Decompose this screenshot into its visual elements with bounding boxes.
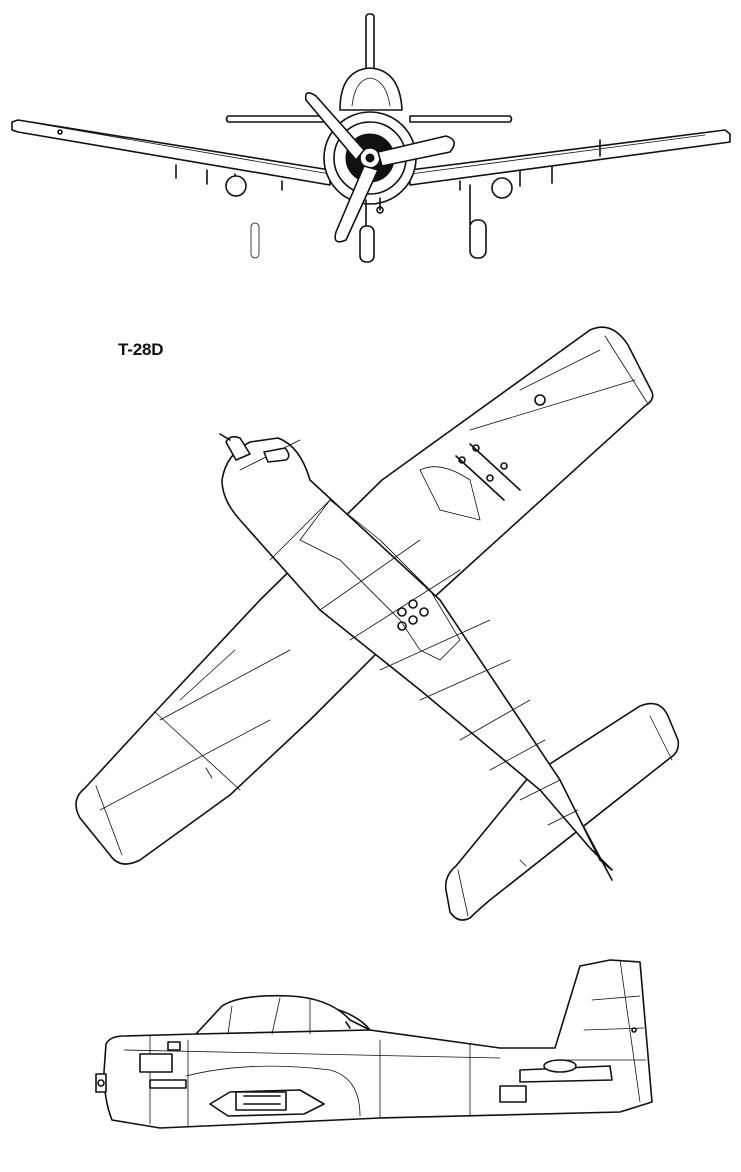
side-view (95, 959, 653, 1129)
front-right-wing (409, 129, 731, 199)
propeller (304, 92, 455, 243)
front-canopy (339, 67, 403, 111)
side-canopy (195, 994, 371, 1035)
front-vertical-fin (365, 13, 375, 75)
side-access-hatch (499, 1085, 527, 1103)
front-main-gear (359, 184, 487, 263)
aircraft-model-label: T-28D (118, 340, 164, 359)
top-spinner (225, 435, 251, 461)
top-cockpit-instruments (397, 599, 429, 631)
front-left-stabilizer (225, 115, 331, 123)
side-engine-panel (139, 1053, 173, 1073)
front-right-stabilizer (409, 115, 513, 123)
radial-engine-cylinders (345, 133, 395, 183)
side-fuselage (103, 959, 653, 1129)
top-cockpit (299, 499, 461, 661)
side-vertical-tail (559, 959, 647, 1103)
side-propeller-hub (95, 1073, 107, 1093)
top-underwing-stores (419, 443, 521, 521)
top-view (75, 326, 680, 921)
side-horizontal-tail (519, 1065, 613, 1083)
front-left-wing (11, 119, 331, 259)
front-view (11, 13, 731, 263)
